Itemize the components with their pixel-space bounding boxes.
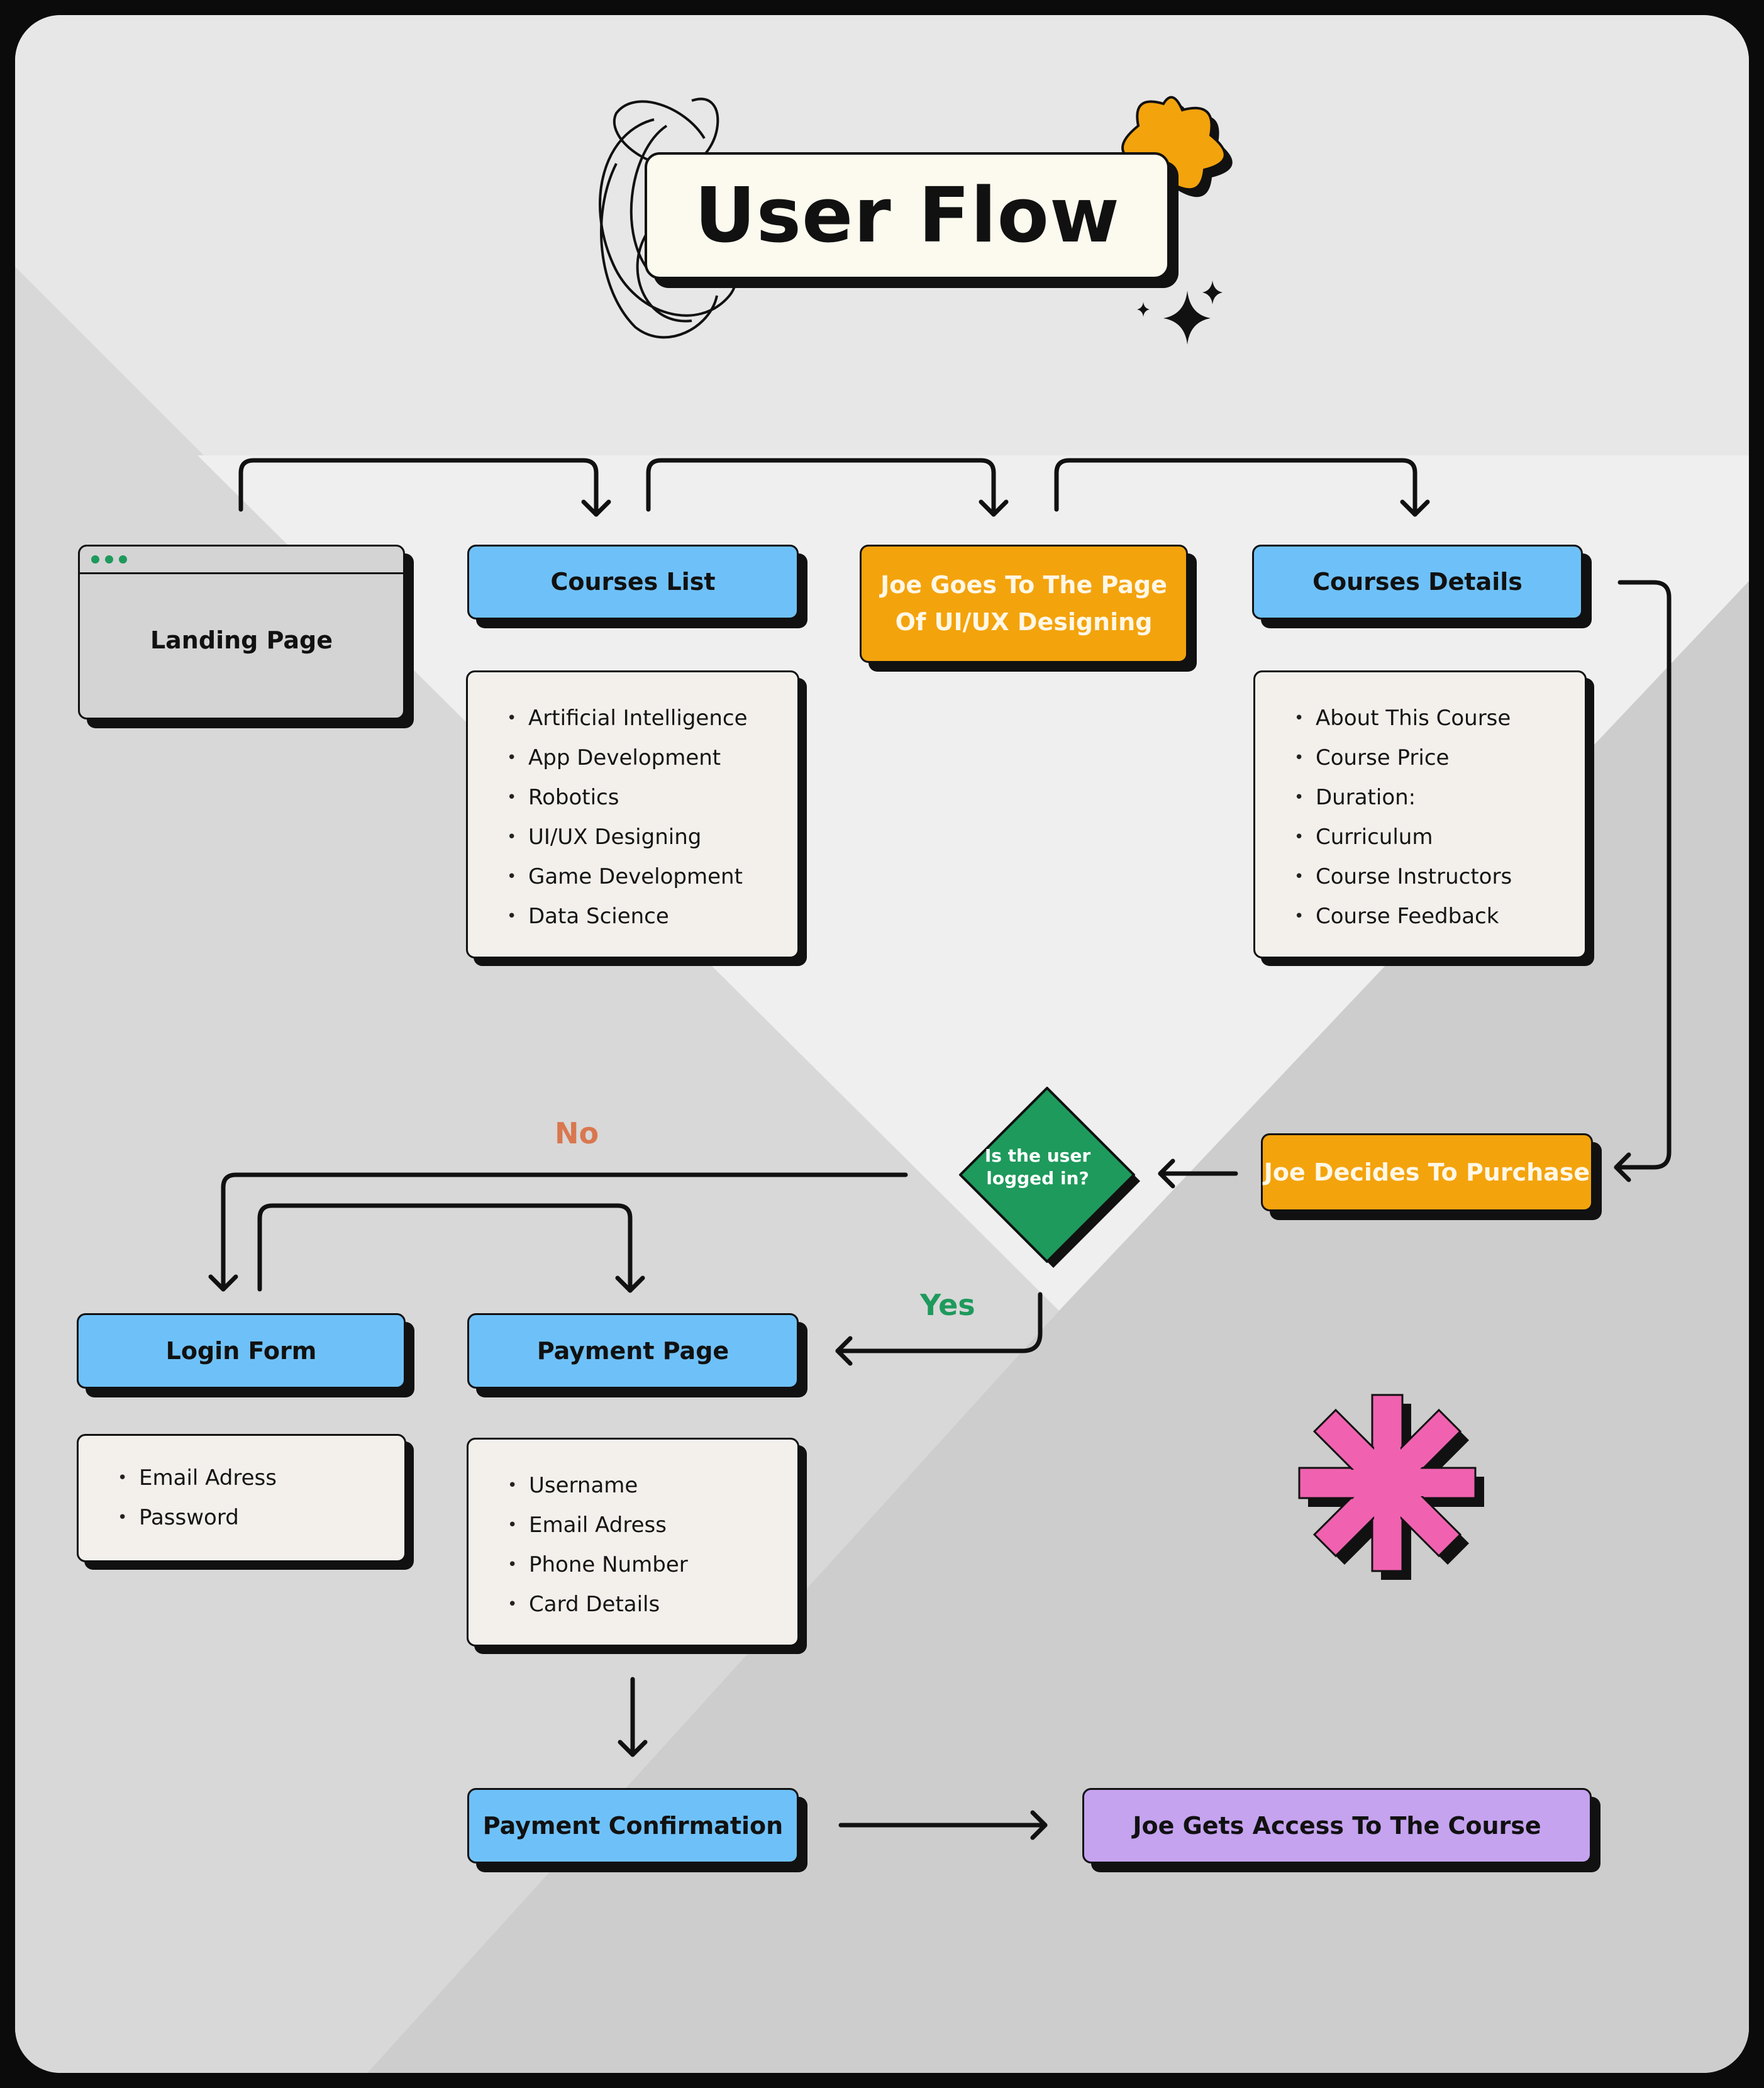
joe-decides-label: Joe Decides To Purchase	[1263, 1158, 1590, 1186]
login-form-card: Email Adress Password	[77, 1434, 406, 1562]
browser-titlebar	[80, 547, 403, 574]
node-payment-page: Payment Page	[467, 1313, 799, 1389]
courses-list-label: Courses List	[550, 568, 716, 596]
courses-details-label: Courses Details	[1312, 568, 1523, 596]
node-joe-goes-to-page: Joe Goes To The Page Of UI/UX Designing	[860, 545, 1188, 663]
canvas-frame	[15, 15, 1749, 2073]
joe-goes-line-2: Of UI/UX Designing	[895, 608, 1153, 636]
list-item: Card Details	[508, 1585, 779, 1624]
yes-label: Yes	[920, 1288, 975, 1322]
list-item: Username	[508, 1466, 779, 1506]
decision-label: Is the user logged in?	[984, 1145, 1091, 1189]
window-dot-icon	[119, 555, 127, 564]
window-dot-icon	[91, 555, 99, 564]
list-item: Artificial Intelligence	[507, 699, 779, 738]
list-item: Phone Number	[508, 1545, 779, 1585]
node-payment-confirmation: Payment Confirmation	[467, 1788, 799, 1863]
list-item: Duration:	[1294, 778, 1566, 818]
courses-list-card: Artificial Intelligence App Development …	[466, 670, 799, 958]
list-item: Email Adress	[118, 1458, 386, 1498]
payment-confirmation-label: Payment Confirmation	[482, 1811, 784, 1840]
list-item: Robotics	[507, 778, 779, 818]
list-item: Password	[118, 1498, 386, 1538]
list-item: Course Feedback	[1294, 897, 1566, 936]
list-item: About This Course	[1294, 699, 1566, 738]
joe-access-label: Joe Gets Access To The Course	[1133, 1811, 1541, 1840]
window-dot-icon	[105, 555, 113, 564]
list-item: Email Adress	[508, 1506, 779, 1545]
login-form-label: Login Form	[165, 1336, 317, 1365]
no-label: No	[555, 1116, 599, 1150]
node-login-form: Login Form	[77, 1313, 406, 1389]
node-courses-list: Courses List	[467, 545, 799, 619]
list-item: UI/UX Designing	[507, 818, 779, 857]
list-item: Course Instructors	[1294, 857, 1566, 897]
page-title: User Flow	[645, 152, 1170, 279]
joe-goes-line-1: Joe Goes To The Page	[880, 571, 1167, 599]
list-item: Curriculum	[1294, 818, 1566, 857]
courses-details-card: About This Course Course Price Duration:…	[1253, 670, 1587, 958]
background	[15, 15, 1749, 2073]
list-item: Data Science	[507, 897, 779, 936]
payment-page-card: Username Email Adress Phone Number Card …	[467, 1438, 799, 1647]
node-courses-details: Courses Details	[1252, 545, 1583, 619]
node-joe-gets-access: Joe Gets Access To The Course	[1082, 1788, 1592, 1863]
payment-page-label: Payment Page	[536, 1336, 729, 1365]
node-landing-page: Landing Page	[78, 545, 405, 719]
node-joe-decides-to-purchase: Joe Decides To Purchase	[1261, 1133, 1593, 1211]
list-item: Game Development	[507, 857, 779, 897]
list-item: Course Price	[1294, 738, 1566, 778]
landing-page-label: Landing Page	[150, 626, 333, 654]
list-item: App Development	[507, 738, 779, 778]
